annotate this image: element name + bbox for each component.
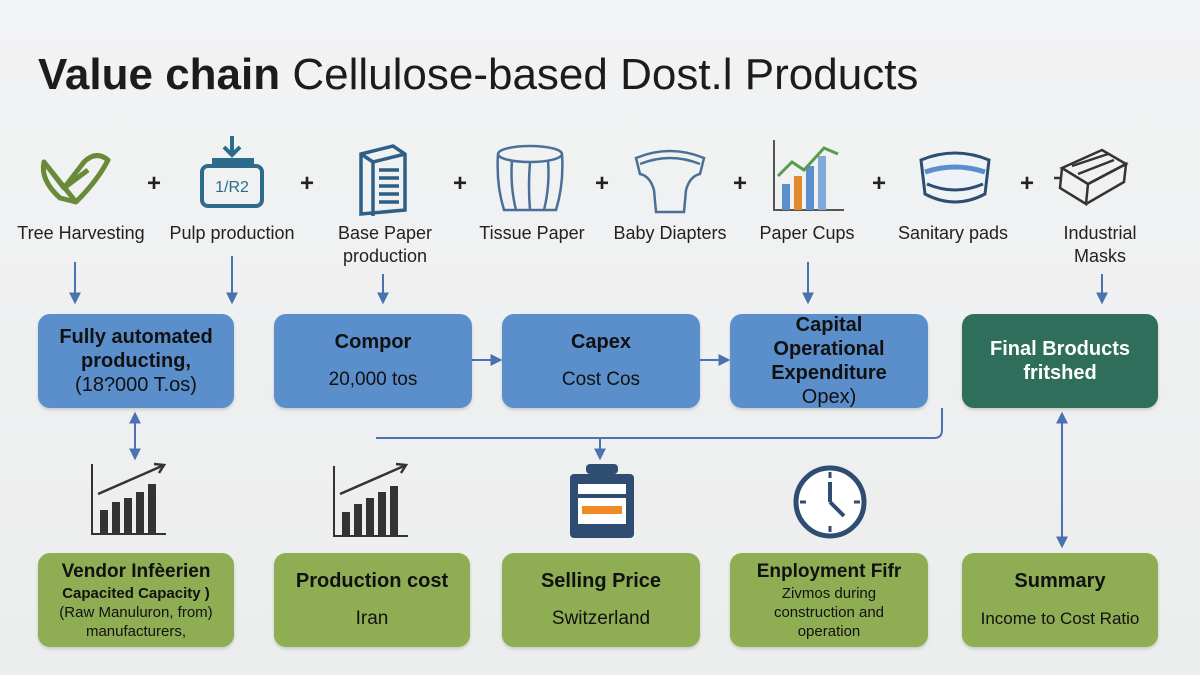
pulp-machine-icon: 1/R2 [192, 132, 272, 212]
box-heading: Final Broducts [989, 338, 1130, 360]
box-line: producting, [81, 350, 191, 372]
clock-icon [790, 462, 870, 542]
opex-box: Capital Operational Expenditure Opex) [730, 314, 928, 408]
production-cost-box: Production cost Iran [274, 553, 470, 647]
plus-sign: + [733, 170, 748, 197]
box-line: Capacited Capacity ) [62, 584, 210, 602]
title-rest: Cellulose-based Dost.l Products [292, 50, 919, 99]
tissue-roll-icon [490, 140, 570, 220]
box-subtext: Cost Cos [561, 369, 641, 390]
cash-register-icon [562, 462, 642, 542]
diaper-icon [630, 140, 710, 220]
box-line: (Raw Manuluron, from) [59, 603, 213, 621]
box-line: Capital Operational [773, 314, 885, 360]
step-label-baby-diapers: Baby Diapters [613, 223, 727, 243]
vendor-capacity-box: Vendor Infèerien Capacited Capacity ) (… [38, 553, 234, 647]
sanitary-pad-icon [915, 140, 995, 220]
plus-sign: + [872, 170, 887, 197]
final-products-box: Final Broducts fritshed [962, 314, 1158, 408]
box-heading: Summary [1014, 570, 1106, 592]
box-heading: Production cost [295, 570, 449, 592]
box-subtext: Iran [355, 608, 389, 629]
box-heading: Capex [570, 331, 632, 353]
selling-price-box: Selling Price Switzerland [502, 553, 700, 647]
employment-box: Enployment Fifr Zivmos during constructi… [730, 553, 928, 647]
box-line: Enployment Fifr [756, 560, 902, 582]
box-line: construction and [773, 603, 885, 621]
box-heading: Compor [334, 331, 412, 353]
box-subtext: Income to Cost Ratio [980, 609, 1140, 628]
plus-sign: + [300, 170, 315, 197]
box-line: Vendor Infèerien [61, 560, 211, 582]
box-line: Opex) [801, 386, 857, 408]
mask-bundle-icon [1052, 138, 1132, 218]
box-line: manufacturers, [85, 622, 187, 640]
step-label-paper-cups: Paper Cups [759, 223, 855, 243]
tree-leaf-icon [36, 140, 116, 220]
box-line: Expenditure [771, 362, 887, 384]
box-line: operation [797, 622, 861, 640]
plus-sign: + [453, 170, 468, 197]
step-label-base-paper: Base Paper production [337, 223, 433, 266]
bar-chart-icon [88, 458, 168, 538]
box-line: Fully automated [59, 326, 213, 348]
plus-sign: + [1020, 170, 1035, 197]
step-label-tissue-paper: Tissue Paper [479, 223, 585, 243]
step-label-tree-harvesting: Tree Harvesting [17, 223, 145, 243]
step-label-industrial-masks: Industrial Masks [1063, 223, 1137, 266]
box-line: Zivmos during [781, 584, 877, 602]
plus-sign: + [147, 170, 162, 197]
plus-sign: + [595, 170, 610, 197]
growth-chart-icon [768, 136, 848, 216]
paper-stack-icon [345, 140, 425, 220]
bar-chart-icon [330, 460, 410, 540]
box-line: (18?000 T.os) [75, 374, 197, 396]
summary-box: Summary Income to Cost Ratio [962, 553, 1158, 647]
step-label-sanitary-pads: Sanitary pads [897, 223, 1009, 243]
step-label-pulp-production: Pulp production [169, 223, 295, 243]
pulp-icon-text: 1/R2 [215, 179, 249, 196]
box-subtext: fritshed [1023, 362, 1097, 384]
box-subtext: Switzerland [551, 608, 651, 629]
automated-production-box: Fully automated producting, (18?000 T.os… [38, 314, 234, 408]
title-bold: Value chain [38, 50, 281, 99]
capex-box: Capex Cost Cos [502, 314, 700, 408]
compor-box: Compor 20,000 tos [274, 314, 472, 408]
page-title: Value chain Cellulose-based Dost.l Produ… [38, 48, 918, 102]
box-subtext: 20,000 tos [328, 369, 418, 390]
box-heading: Selling Price [540, 570, 662, 592]
